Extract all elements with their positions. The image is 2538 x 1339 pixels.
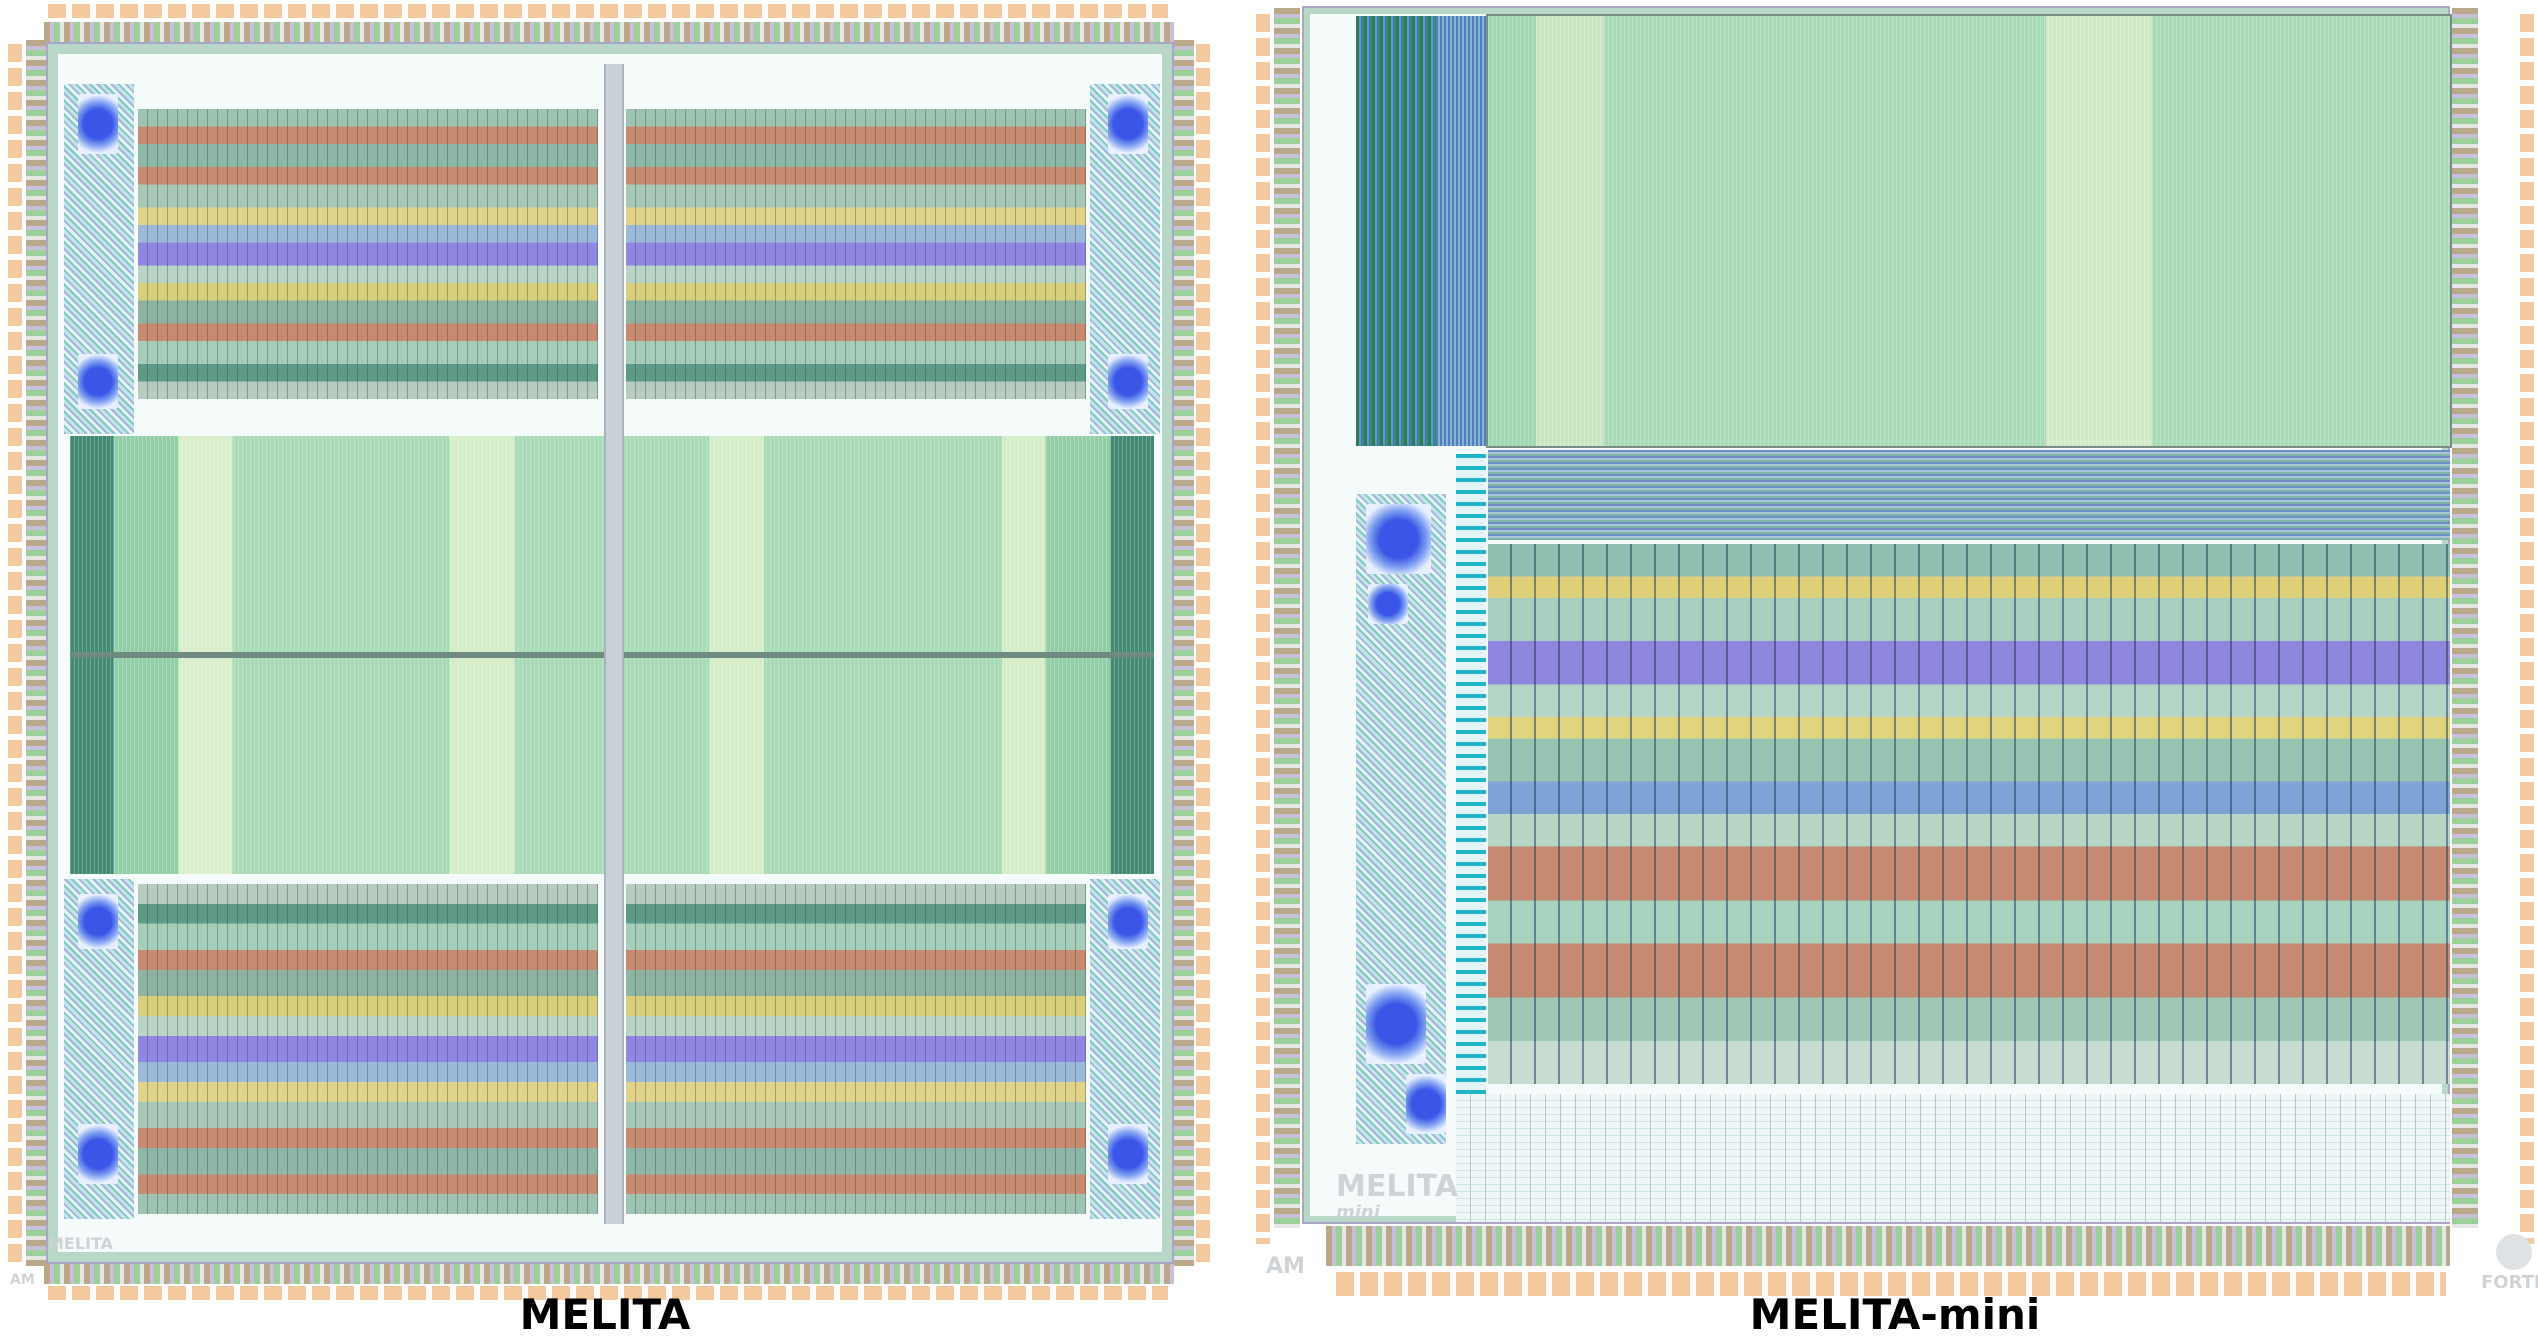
right-io-ring: [2452, 8, 2478, 1228]
top-right-array: [626, 109, 1086, 399]
array-row-driver: [1488, 450, 2450, 540]
logic-block: [1366, 984, 1426, 1064]
bottom-pad-row: [1336, 1272, 2446, 1296]
compute-array: [1488, 544, 2450, 1084]
logic-block: [78, 94, 118, 154]
right-pad-column: [1196, 44, 1210, 1264]
memory-wordline-driver: [1356, 16, 1436, 446]
top-pad-row: [48, 4, 1168, 18]
melita-label: MELITA: [519, 1290, 691, 1339]
am-logo: AM: [1266, 1254, 1305, 1279]
melita-chip-layout: MELITA AM: [8, 4, 1212, 1302]
logic-block: [1108, 354, 1148, 409]
left-io-ring: [1274, 8, 1300, 1228]
logic-block: [1108, 894, 1148, 949]
bottom-left-array: [138, 884, 598, 1214]
array-side-bus: [1456, 454, 1486, 1094]
bottom-pad-row: [48, 1286, 1168, 1300]
left-io-ring: [26, 40, 46, 1266]
logic-block: [1108, 94, 1148, 154]
logic-block: [1108, 1124, 1148, 1184]
bottom-right-array: [626, 884, 1086, 1214]
top-io-ring: [44, 22, 1174, 42]
memory-decoder: [1436, 16, 1486, 446]
memory-block: [1486, 14, 2452, 448]
logic-block: [78, 894, 118, 949]
bottom-io-ring: [44, 1264, 1174, 1284]
forte-logo: FORTE: [2481, 1272, 2538, 1293]
bottom-io-ring: [1326, 1226, 2450, 1266]
bottom-routing-area: [1456, 1094, 2450, 1222]
mini-logo: mini: [1336, 1202, 1380, 1223]
melita-mini-label: MELITA-mini: [1749, 1290, 2041, 1339]
logic-block: [1368, 584, 1408, 624]
am-logo: AM: [10, 1272, 35, 1288]
left-pad-column: [1256, 14, 1270, 1244]
melita-logo: MELITA: [48, 1234, 114, 1253]
top-left-array: [138, 109, 598, 399]
central-spine: [604, 64, 624, 1224]
forte-emblem: [2496, 1234, 2532, 1270]
left-pad-column: [8, 44, 22, 1264]
right-io-ring: [1174, 40, 1194, 1266]
melita-logo: MELITA: [1336, 1169, 1458, 1204]
logic-block: [78, 354, 118, 409]
logic-block: [78, 1124, 118, 1184]
melita-mini-chip-layout: MELITA mini AM FORTE: [1256, 4, 2538, 1302]
right-pad-column: [2520, 14, 2534, 1244]
logic-block: [1366, 504, 1431, 574]
logic-block: [1406, 1074, 1446, 1134]
